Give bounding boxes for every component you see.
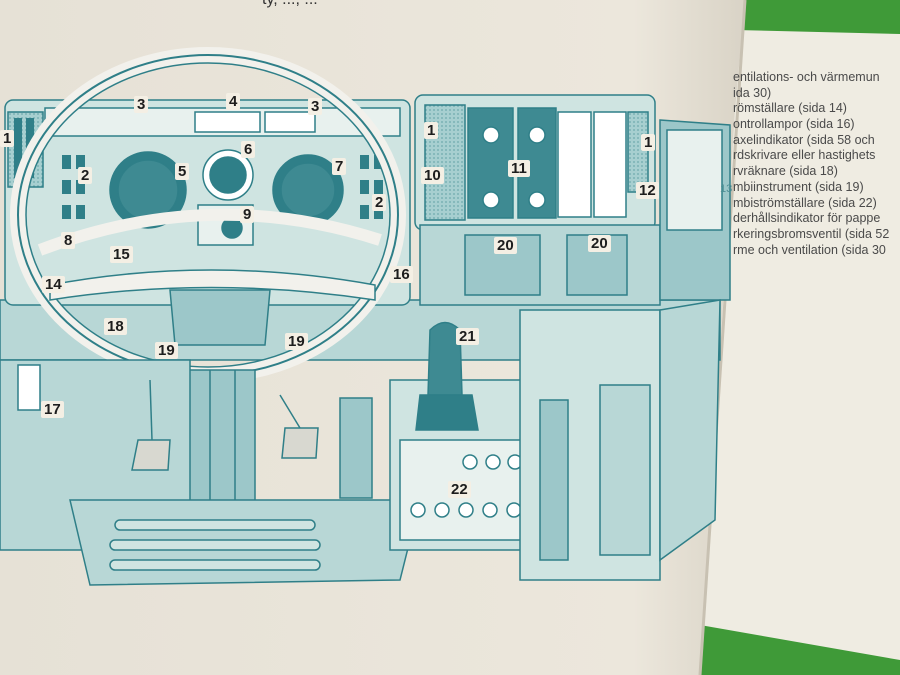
callout-18: 18 (104, 318, 127, 335)
callout-10: 10 (421, 167, 444, 184)
legend-item: axelindikator (sida 58 och (733, 132, 875, 147)
callout-13: 13 (720, 183, 733, 195)
callout-19-right: 19 (285, 333, 308, 350)
callout-3-right: 3 (308, 98, 323, 115)
callout-17: 17 (41, 401, 64, 418)
callout-1-right: 1 (641, 134, 656, 151)
legend-item: mbiströmställare (sida 22) (733, 195, 877, 210)
legend-item: römställare (sida 14) (733, 101, 847, 116)
legend-item: rdskrivare eller hastighets (733, 148, 876, 163)
legend-item: ontrollampor (sida 16) (733, 117, 855, 132)
legend-item: rvräknare (sida 18) (733, 164, 838, 179)
callout-11: 11 (508, 160, 530, 177)
callout-21: 21 (456, 328, 479, 345)
legend-item: mbiinstrument (sida 19) (733, 179, 864, 194)
callout-1-center: 1 (424, 122, 439, 139)
legend-item: rme och ventilation (sida 30 (733, 242, 886, 257)
callout-12: 12 (636, 182, 659, 199)
legend-list: entilations- och värmemun ida 30) römstä… (733, 70, 900, 258)
callout-14: 14 (42, 276, 65, 293)
callout-9: 9 (240, 206, 255, 223)
callout-5: 5 (175, 163, 190, 180)
callout-8: 8 (61, 232, 76, 249)
legend-item: ida 30) (733, 85, 772, 100)
dashboard-illustration (0, 47, 731, 586)
callout-7: 7 (332, 158, 347, 175)
callout-4: 4 (226, 93, 241, 110)
callout-20-left: 20 (494, 237, 517, 254)
callout-22: 22 (448, 481, 471, 498)
callout-3-left: 3 (134, 96, 149, 113)
legend-item: rkeringsbromsventil (sida 52 (733, 226, 890, 241)
callout-1-left: 1 (0, 130, 15, 147)
callout-6: 6 (241, 141, 256, 158)
legend-item: derhållsindikator för pappe (733, 211, 881, 226)
callout-2-left: 2 (78, 167, 93, 184)
callout-16: 16 (390, 266, 413, 283)
callout-19-left: 19 (155, 342, 178, 359)
right-page (700, 30, 900, 660)
legend-item: entilations- och värmemun (733, 70, 880, 84)
header-fragment: ty, ..., ... (262, 0, 318, 8)
callout-2-right: 2 (372, 194, 387, 211)
callout-20-right: 20 (588, 235, 611, 252)
callout-15: 15 (110, 246, 133, 263)
